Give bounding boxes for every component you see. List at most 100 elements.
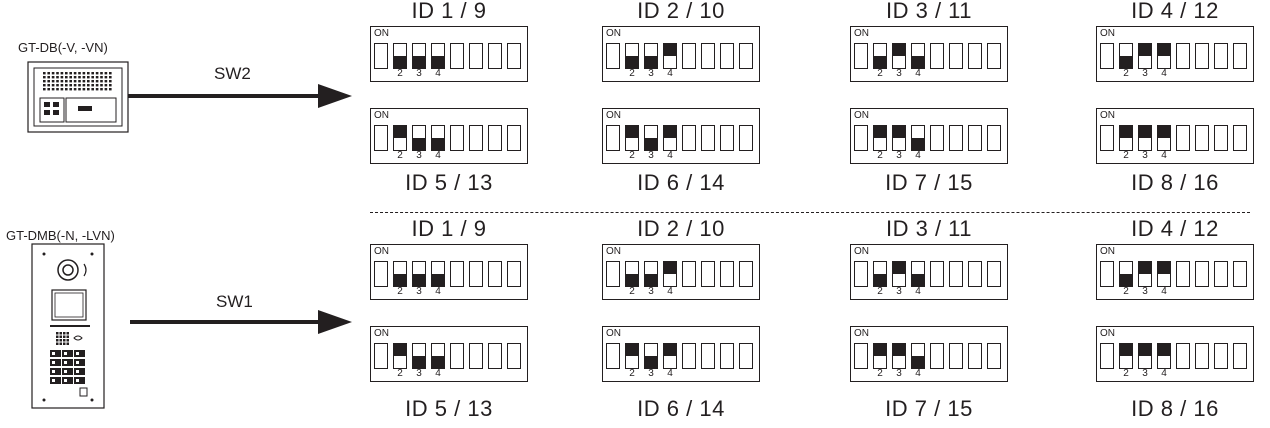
toggle-knob <box>645 356 657 368</box>
on-label: ON <box>374 28 389 39</box>
switch-number: 2 <box>629 368 635 379</box>
dip-toggle-8 <box>739 43 753 69</box>
dip-toggle-5 <box>682 261 696 287</box>
dip-toggle-1 <box>606 261 620 287</box>
toggle-knob <box>893 262 905 274</box>
toggle-knob <box>645 274 657 286</box>
dip-toggle-8 <box>1233 125 1247 151</box>
dip-toggle-5 <box>682 125 696 151</box>
dip-toggle-1 <box>1100 43 1114 69</box>
dip-toggle-6 <box>469 261 483 287</box>
toggle-knob <box>912 356 924 368</box>
switch-number: 3 <box>416 368 422 379</box>
dip-toggle-6 <box>469 43 483 69</box>
id-label: ID 3 / 11 <box>885 0 973 23</box>
id-label: ID 3 / 11 <box>885 216 973 241</box>
keypad-keys-icon <box>50 350 85 384</box>
toggle-knob <box>893 344 905 356</box>
id-label: ID 4 / 12 <box>1131 216 1219 241</box>
dip-toggle-6 <box>949 343 963 369</box>
dip-toggle-2-up <box>873 343 887 369</box>
dip-toggle-4-up <box>1157 343 1171 369</box>
dip-toggle-3-up <box>892 125 906 151</box>
dip-toggle-6 <box>701 43 715 69</box>
dip-toggle-3-down <box>412 343 426 369</box>
dip-toggle-3-up <box>892 343 906 369</box>
dip-toggle-1 <box>854 343 868 369</box>
dip-toggle-3-down <box>412 261 426 287</box>
dip-toggle-2-down <box>393 43 407 69</box>
dip-toggle-8 <box>1233 261 1247 287</box>
toggle-knob <box>1139 344 1151 356</box>
dip-toggle-7 <box>968 343 982 369</box>
switch-number: 2 <box>1123 368 1129 379</box>
dip-toggle-5 <box>682 43 696 69</box>
on-label: ON <box>374 110 389 121</box>
on-label: ON <box>606 28 621 39</box>
dip-toggle-6 <box>1195 343 1209 369</box>
toggle-knob <box>626 344 638 356</box>
on-label: ON <box>854 28 869 39</box>
dip-toggle-4-up <box>663 261 677 287</box>
dip-toggle-2-down <box>625 261 639 287</box>
toggle-knob <box>413 138 425 150</box>
dip-toggle-7 <box>488 43 502 69</box>
id-label: ID 6 / 14 <box>637 170 725 195</box>
switch-number: 4 <box>435 286 441 297</box>
dip-toggle-5 <box>1176 343 1190 369</box>
switch-number: 3 <box>648 150 654 161</box>
dip-toggle-7 <box>968 125 982 151</box>
on-label: ON <box>606 246 621 257</box>
dip-toggle-5 <box>1176 125 1190 151</box>
dip-toggle-1 <box>1100 343 1114 369</box>
dip-toggle-6 <box>469 343 483 369</box>
toggle-knob <box>893 126 905 138</box>
toggle-knob <box>1120 126 1132 138</box>
switch-number: 2 <box>397 150 403 161</box>
dip-toggle-1 <box>1100 261 1114 287</box>
toggle-knob <box>432 356 444 368</box>
dip-toggle-1 <box>374 43 388 69</box>
dip-toggle-8 <box>987 261 1001 287</box>
switch-number: 4 <box>667 368 673 379</box>
dip-toggle-7 <box>488 343 502 369</box>
switch-number: 4 <box>435 368 441 379</box>
on-label: ON <box>1100 246 1115 257</box>
dip-toggle-6 <box>1195 125 1209 151</box>
toggle-knob <box>1120 274 1132 286</box>
switch-number: 2 <box>397 368 403 379</box>
id-label: ID 2 / 10 <box>637 0 725 23</box>
toggle-knob <box>664 44 676 56</box>
switch-number: 2 <box>877 368 883 379</box>
toggle-knob <box>664 126 676 138</box>
dip-toggle-7 <box>1214 261 1228 287</box>
switch-number: 2 <box>1123 286 1129 297</box>
dip-toggle-5 <box>930 125 944 151</box>
dip-toggle-4-down <box>911 43 925 69</box>
toggle-knob <box>394 56 406 68</box>
switch-number: 4 <box>915 286 921 297</box>
dip-toggle-8 <box>739 261 753 287</box>
id-label: ID 6 / 14 <box>637 396 725 421</box>
dip-toggle-2-down <box>1119 43 1133 69</box>
dip-toggle-3-up <box>892 43 906 69</box>
dip-toggle-8 <box>507 125 521 151</box>
dip-toggle-4-down <box>431 343 445 369</box>
on-label: ON <box>606 328 621 339</box>
dip-toggle-4-up <box>663 343 677 369</box>
switch-number: 3 <box>896 368 902 379</box>
gt-db-device-icon <box>27 61 129 133</box>
id-label: ID 8 / 16 <box>1131 396 1219 421</box>
dip-toggle-5 <box>930 343 944 369</box>
dip-toggle-2-down <box>873 261 887 287</box>
toggle-knob <box>1120 56 1132 68</box>
dip-toggle-7 <box>488 261 502 287</box>
toggle-knob <box>432 138 444 150</box>
on-label: ON <box>374 246 389 257</box>
